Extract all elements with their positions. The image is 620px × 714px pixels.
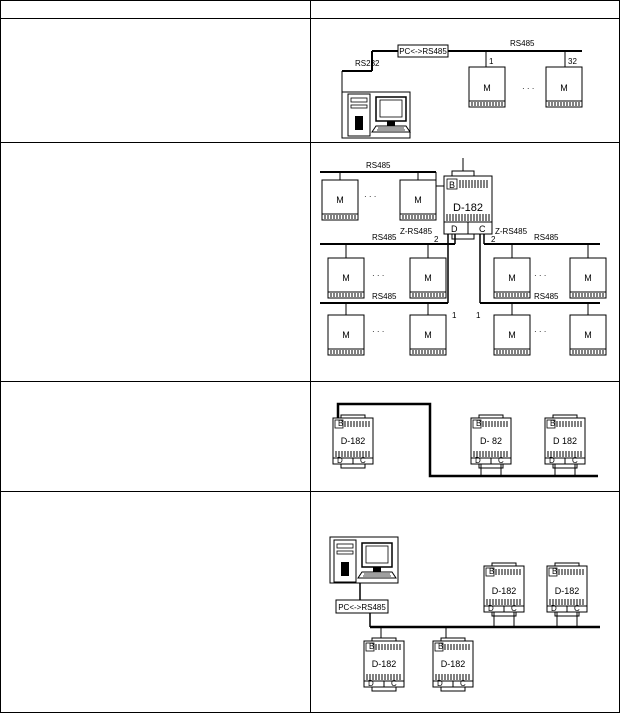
- svg-text:D-182: D-182: [372, 659, 397, 669]
- svg-text:D-182: D-182: [341, 436, 366, 446]
- svg-text:2: 2: [491, 235, 496, 244]
- svg-text:C: C: [511, 604, 517, 613]
- converter-label: PC<->RS485: [399, 47, 447, 56]
- svg-text:· · ·: · · ·: [372, 327, 384, 336]
- svg-text:M: M: [508, 273, 516, 283]
- svg-text:D-182: D-182: [492, 586, 517, 596]
- svg-text:C: C: [391, 679, 397, 688]
- svg-text:D: D: [488, 604, 494, 613]
- svg-text:D- 82: D- 82: [480, 436, 502, 446]
- svg-text:2: 2: [434, 235, 439, 244]
- converter-box-2: [335, 599, 389, 614]
- hub-d182: B D-182 D C: [443, 170, 493, 240]
- svg-text:PC<->RS485: PC<->RS485: [338, 603, 386, 612]
- pc-icon-2: [333, 539, 397, 583]
- svg-text:RS485: RS485: [534, 292, 559, 301]
- svg-text:M: M: [424, 330, 432, 340]
- pc-link-label: RS232: [355, 59, 380, 68]
- svg-text:C: C: [498, 456, 504, 465]
- svg-text:· · ·: · · ·: [534, 271, 546, 280]
- pc-icon: [347, 93, 411, 137]
- svg-text:D: D: [437, 679, 443, 688]
- svg-text:RS485: RS485: [534, 233, 559, 242]
- svg-text:M: M: [414, 195, 422, 205]
- svg-text:D: D: [475, 456, 481, 465]
- svg-text:· · ·: · · ·: [534, 327, 546, 336]
- svg-text:M: M: [424, 273, 432, 283]
- svg-text:RS485: RS485: [372, 292, 397, 301]
- svg-text:· · ·: · · ·: [364, 192, 376, 201]
- svg-text:C: C: [572, 456, 578, 465]
- diagram-pc-d182-network: PC<->RS485 D-182 B D C D-182 B D C D-182…: [329, 536, 600, 692]
- svg-text:B: B: [552, 567, 557, 576]
- svg-text:D 182: D 182: [553, 436, 577, 446]
- svg-text:C: C: [479, 224, 486, 234]
- svg-text:B: B: [550, 419, 555, 428]
- svg-text:· · ·: · · ·: [372, 271, 384, 280]
- svg-text:C: C: [574, 604, 580, 613]
- svg-text:B: B: [438, 642, 443, 651]
- svg-text:M: M: [508, 330, 516, 340]
- ellipsis: · · ·: [522, 84, 534, 93]
- diagram-chained-d182: D-182 B D C D- 82 B D C D 182 B D C: [332, 402, 598, 478]
- z-right-label: Z-RS485: [495, 227, 528, 236]
- svg-text:C: C: [460, 679, 466, 688]
- svg-text:D: D: [549, 456, 555, 465]
- bus-label: RS485: [510, 39, 535, 48]
- module-last-label: M: [560, 83, 568, 93]
- svg-text:C: C: [360, 456, 366, 465]
- svg-text:M: M: [342, 273, 350, 283]
- svg-text:B: B: [369, 642, 374, 651]
- svg-text:D-182: D-182: [453, 202, 483, 214]
- svg-text:B: B: [449, 180, 455, 190]
- svg-text:D: D: [551, 604, 557, 613]
- svg-text:B: B: [489, 567, 494, 576]
- diagram-pc-rs485-bus: PC<->RS485 RS485 RS232 1 M · · · 32 M: [341, 39, 583, 139]
- svg-text:D-182: D-182: [441, 659, 466, 669]
- svg-text:RS485: RS485: [372, 233, 397, 242]
- index-first: 1: [489, 57, 494, 66]
- svg-text:M: M: [342, 330, 350, 340]
- upper-bus-label: RS485: [366, 161, 391, 170]
- chain-bus: [336, 402, 598, 478]
- svg-text:1: 1: [476, 311, 481, 320]
- svg-text:B: B: [476, 419, 481, 428]
- diagram-zone-hub: RS485 M · · · M B D-182 D C Z-RS485 Z-RS…: [320, 158, 607, 356]
- svg-text:D: D: [368, 679, 374, 688]
- svg-text:M: M: [336, 195, 344, 205]
- z-left-label: Z-RS485: [400, 227, 433, 236]
- svg-text:B: B: [338, 419, 343, 428]
- link-rs232: [342, 50, 398, 72]
- svg-text:D: D: [451, 224, 458, 234]
- index-last: 32: [568, 57, 577, 66]
- svg-text:D-182: D-182: [555, 586, 580, 596]
- svg-text:M: M: [584, 330, 592, 340]
- svg-text:M: M: [584, 273, 592, 283]
- svg-text:D: D: [337, 456, 343, 465]
- svg-text:1: 1: [452, 311, 457, 320]
- module-first-label: M: [483, 83, 491, 93]
